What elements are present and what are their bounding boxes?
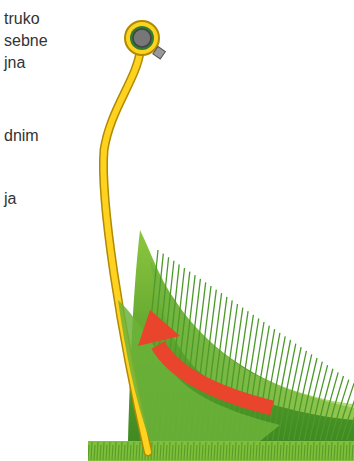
coil-ring <box>130 26 154 50</box>
text-fragment: dnim <box>4 126 39 146</box>
text-fragment: ja <box>4 189 16 209</box>
grass-blade <box>278 344 296 440</box>
grass-blade <box>304 362 322 440</box>
grass-blade <box>341 387 354 440</box>
text-fragment: sebne <box>4 31 48 51</box>
grass-blade <box>299 358 317 440</box>
motion-arrow <box>158 345 272 408</box>
bolt <box>153 46 166 59</box>
grass-blade <box>326 376 344 440</box>
tine-coil <box>125 21 159 55</box>
arrow-head <box>138 310 180 346</box>
grass-blade <box>288 351 306 440</box>
grass-blade <box>315 369 333 440</box>
axle <box>133 29 151 47</box>
grass-blade <box>336 383 354 440</box>
grass-blade <box>283 347 301 440</box>
grass-blade <box>310 365 328 440</box>
grass-blade <box>320 372 338 440</box>
grass-blade <box>331 380 349 440</box>
text-fragment: truko <box>4 9 40 29</box>
grass-front <box>118 300 280 441</box>
ground <box>88 441 354 461</box>
text-fragment: jna <box>4 53 25 73</box>
grass-blade <box>294 354 312 440</box>
grass-blade <box>347 390 354 440</box>
